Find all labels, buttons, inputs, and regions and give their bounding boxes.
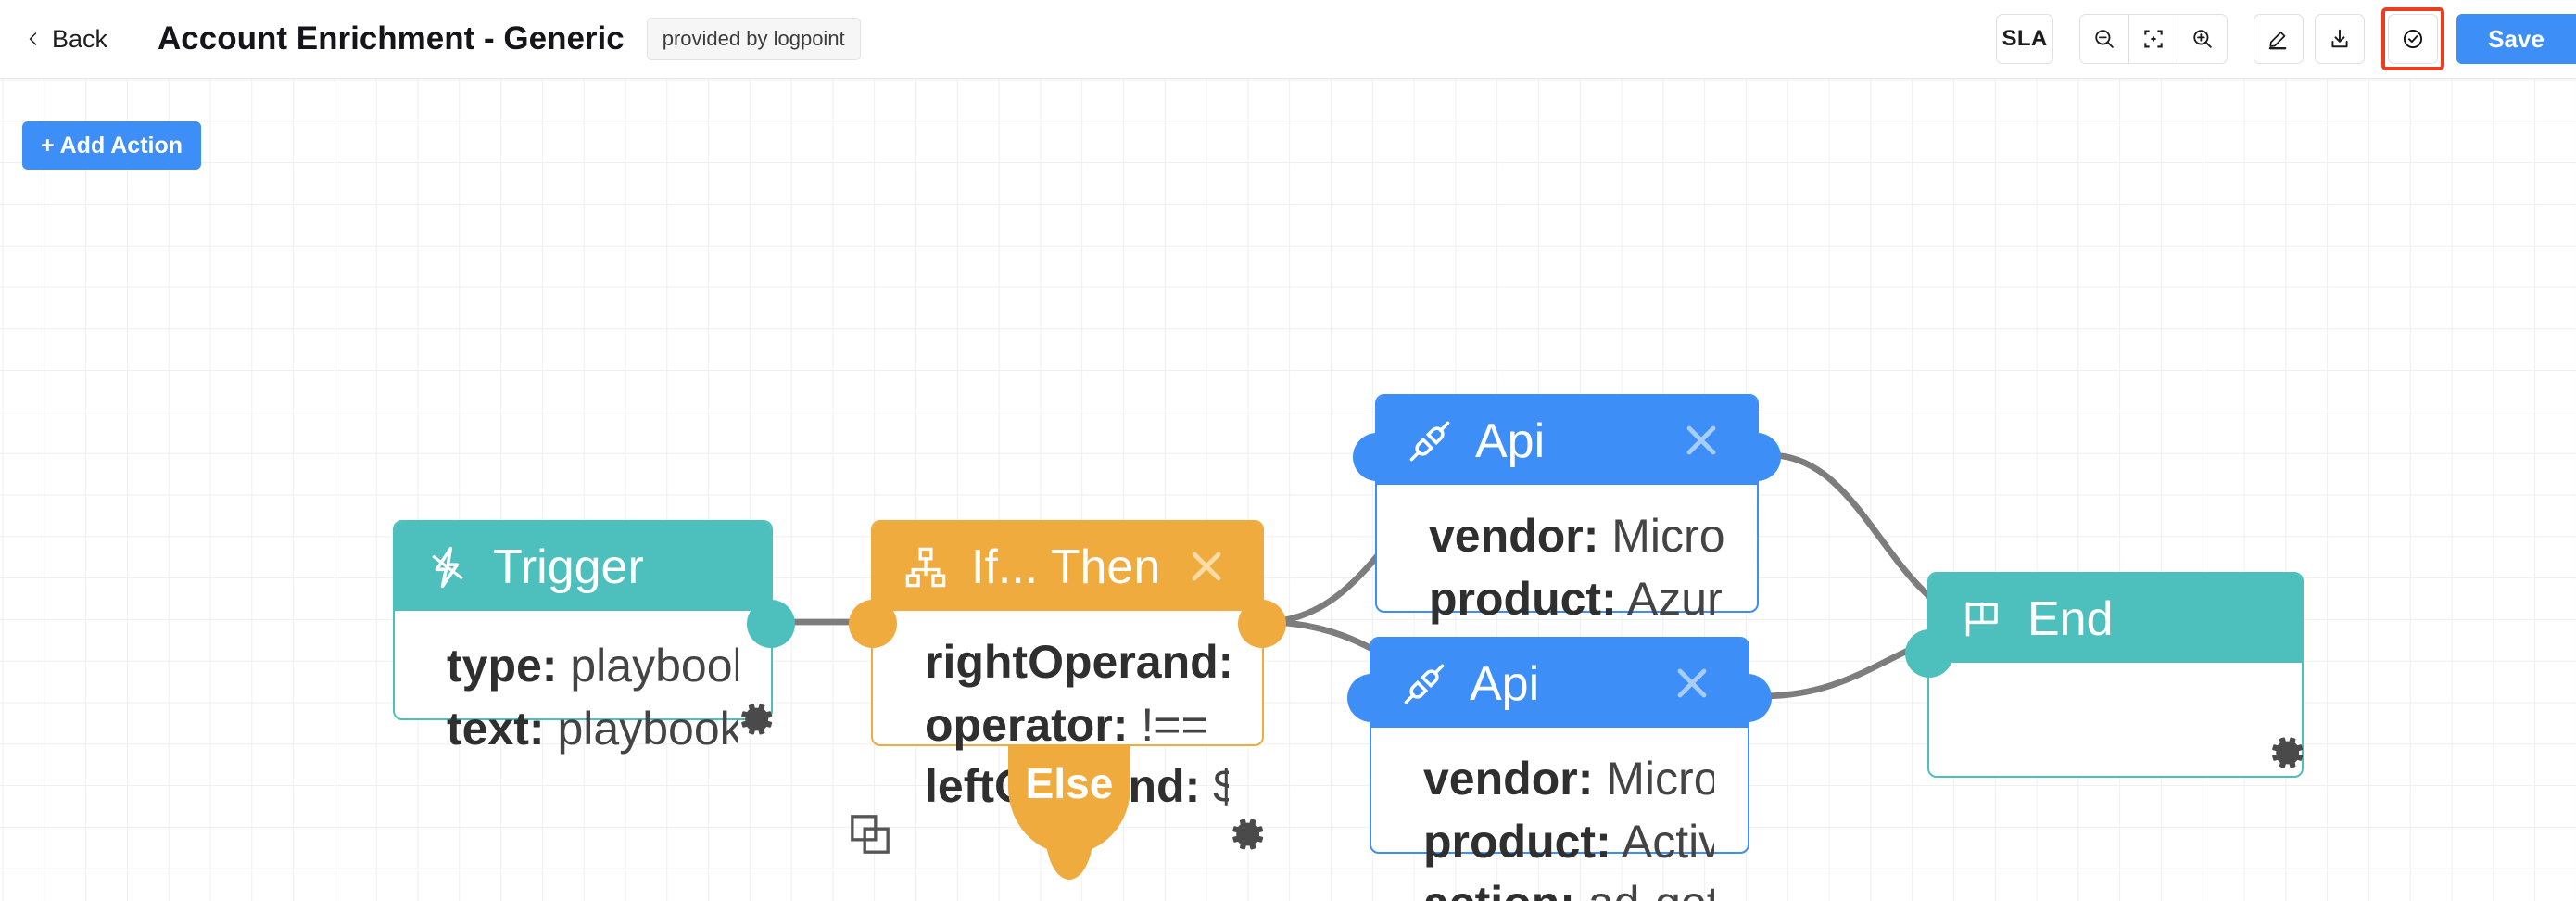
- sla-button[interactable]: SLA: [1996, 14, 2053, 64]
- download-icon: [2328, 27, 2352, 51]
- field-row: vendor: Microsoft: [1429, 507, 1724, 569]
- flag-icon: [1959, 595, 2005, 641]
- back-label: Back: [52, 24, 108, 53]
- node-if-then-input-port[interactable]: [849, 600, 897, 648]
- download-button[interactable]: [2315, 14, 2365, 64]
- field-value: ad-get-user: [1588, 878, 1714, 901]
- node-settings-gear-icon[interactable]: [1223, 811, 1269, 857]
- fit-to-screen-button[interactable]: [2128, 14, 2178, 64]
- zoom-controls-group: [2079, 14, 2228, 64]
- zoom-in-icon: [2191, 27, 2215, 51]
- provided-by-badge: provided by logpoint: [646, 18, 861, 60]
- node-end-title: End: [2027, 590, 2114, 645]
- save-button[interactable]: Save: [2456, 14, 2576, 64]
- plug-connector-icon: [1401, 660, 1447, 706]
- lightning-bolt-icon: [424, 543, 471, 590]
- node-api-active-directory-body: vendor: Microsoft product: Active Direct…: [1371, 728, 1748, 901]
- field-key: type:: [447, 641, 558, 692]
- field-row: vendor: Microsoft: [1423, 750, 1714, 812]
- app-header: Back Account Enrichment - Generic provid…: [0, 0, 2576, 79]
- page-title: Account Enrichment - Generic: [158, 20, 625, 57]
- node-trigger-header: Trigger: [395, 522, 771, 611]
- close-icon[interactable]: [1675, 414, 1727, 466]
- fit-to-screen-icon: [2141, 27, 2166, 51]
- node-api-active-directory-header: Api: [1371, 639, 1748, 728]
- field-value: playbookEvent: [570, 641, 738, 692]
- field-row: product: Azure Active ...: [1429, 569, 1724, 631]
- close-icon[interactable]: [1181, 540, 1232, 592]
- validate-button[interactable]: [2388, 14, 2438, 64]
- field-key: action:: [1423, 878, 1575, 901]
- node-settings-gear-icon[interactable]: [2263, 730, 2309, 776]
- node-api-azure-ad-header: Api: [1377, 396, 1757, 485]
- node-api-azure-ad-input-port[interactable]: [1353, 433, 1401, 481]
- zoom-out-button[interactable]: [2079, 14, 2129, 64]
- field-value: playbookEvent: [557, 703, 739, 755]
- node-if-then-body: rightOperand: null operator: !== leftOpe…: [851, 611, 1264, 854]
- back-button[interactable]: Back: [26, 25, 107, 54]
- field-key: rightOperand:: [925, 637, 1229, 689]
- node-trigger[interactable]: Trigger type: playbookEvent text: playbo…: [393, 520, 795, 755]
- zoom-out-icon: [2092, 27, 2116, 51]
- node-trigger-body: type: playbookEvent text: playbookEvent: [395, 611, 773, 761]
- node-settings-gear-icon[interactable]: [732, 696, 778, 742]
- field-key: vendor:: [1423, 754, 1594, 806]
- field-row: product: Active Direct...: [1423, 812, 1714, 874]
- field-row: type: playbookEvent: [447, 637, 738, 699]
- close-icon[interactable]: [1666, 657, 1718, 709]
- node-end-body: [1929, 663, 2304, 768]
- field-row: operator: !==: [925, 695, 1229, 757]
- plug-connector-icon: [1407, 417, 1453, 463]
- header-toolbar: SLA: [1996, 0, 2576, 79]
- field-row: text: playbookEvent: [447, 699, 738, 761]
- check-circle-icon: [2401, 27, 2425, 51]
- field-key: operator:: [925, 699, 1129, 751]
- field-value: Microsoft: [1611, 511, 1724, 563]
- node-end-input-port[interactable]: [1905, 629, 1953, 678]
- field-value: Azure Active ...: [1626, 573, 1724, 625]
- node-if-then-header: If... Then: [873, 522, 1262, 611]
- field-row: rightOperand: null: [925, 633, 1229, 695]
- field-row: action: ad-get-user: [1423, 874, 1714, 901]
- validate-button-highlight: [2381, 7, 2444, 70]
- node-if-then-output-port[interactable]: [1238, 600, 1286, 648]
- field-key: product:: [1423, 816, 1611, 868]
- zoom-in-button[interactable]: [2178, 14, 2228, 64]
- node-api-active-directory-output-port[interactable]: [1724, 674, 1772, 722]
- field-key: vendor:: [1429, 511, 1599, 563]
- node-if-then-title: If... Then: [971, 538, 1161, 593]
- node-api-azure-ad-output-port[interactable]: [1733, 433, 1781, 481]
- else-branch-badge[interactable]: Else: [1008, 746, 1130, 854]
- field-key: product:: [1429, 573, 1617, 625]
- node-trigger-output-port[interactable]: [747, 600, 795, 648]
- chevron-left-icon: [26, 32, 41, 46]
- field-value: Microsoft: [1606, 754, 1714, 806]
- node-api-azure-ad-title: Api: [1475, 412, 1546, 467]
- field-key: text:: [447, 703, 545, 755]
- node-api-active-directory-title: Api: [1470, 654, 1540, 710]
- edit-button[interactable]: [2254, 14, 2304, 64]
- node-api-azure-ad[interactable]: Api vendor: Microsoft product: Azure Act…: [1353, 394, 1781, 720]
- node-end-header: End: [1929, 574, 2302, 663]
- workflow-canvas[interactable]: + Add Action Trigger type: playbookEvent: [0, 79, 2576, 901]
- field-value: Active Direct...: [1621, 816, 1714, 868]
- node-trigger-title: Trigger: [493, 538, 644, 593]
- field-value: ${PARA...: [1213, 761, 1229, 813]
- node-api-active-directory[interactable]: Api vendor: Microsoft product: Active Di…: [1347, 637, 1772, 901]
- pencil-edit-icon: [2267, 27, 2291, 51]
- field-value: !==: [1141, 699, 1208, 751]
- node-duplicate-icon[interactable]: [847, 811, 893, 857]
- node-end[interactable]: End: [1905, 572, 2304, 778]
- node-if-then[interactable]: If... Then rightOperand: null operator: …: [849, 520, 1286, 880]
- node-api-active-directory-input-port[interactable]: [1347, 674, 1395, 722]
- hierarchy-icon: [903, 543, 949, 590]
- add-action-button[interactable]: + Add Action: [22, 121, 202, 170]
